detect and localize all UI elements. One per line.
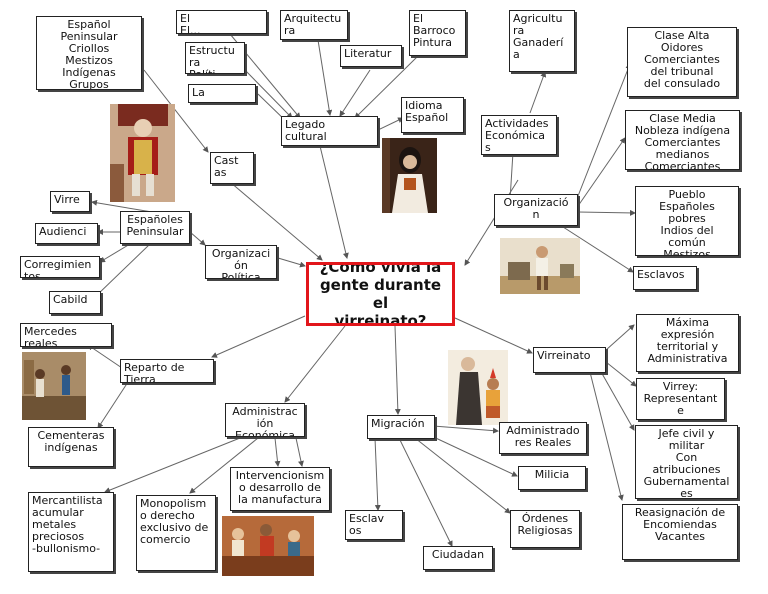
friar-and-native-image: [448, 350, 508, 425]
node-cementeras: Cementeras indígenas: [28, 427, 114, 467]
node-virrey-left: Virre: [50, 191, 90, 212]
node-esclavos-bottom: Esclav os: [345, 510, 403, 540]
node-estructura: Estructu ra Políti: [185, 42, 245, 74]
node-pueblo: Pueblo Españoles pobres Indios del común…: [635, 186, 739, 256]
node-organizacion-politica: Organizaci ón Política: [205, 245, 277, 279]
node-jefe-civil: Jefe civil y militar Con atribuciones Gu…: [635, 425, 738, 499]
node-administradores-reales: Administrado res Reales: [499, 422, 587, 454]
node-castas: Cast as: [210, 152, 254, 184]
viceroy-portrait-image: [110, 104, 175, 202]
node-reasignacion: Reasignación de Encomiendas Vacantes: [622, 504, 738, 560]
node-legado-cultural: Legado cultural: [281, 116, 378, 146]
node-idioma-espanol: Idioma Español: [401, 97, 464, 133]
node-el-barroco: El Barroco Pintura: [409, 10, 466, 56]
node-espanoles-peninsulares: Españoles Peninsular: [120, 211, 190, 244]
node-clase-media: Clase Media Nobleza indígena Comerciante…: [625, 110, 740, 170]
central-question: ¿Cómo vivía la gente durante el virreina…: [306, 262, 455, 326]
node-mercantilista: Mercantilista acumular metales preciosos…: [28, 492, 114, 572]
node-migracion: Migración: [367, 415, 435, 439]
node-maxima-expresion: Máxima expresión territorial y Administr…: [636, 314, 739, 372]
farmer-image: [500, 238, 580, 294]
node-mercedes-reales: Mercedes reales: [20, 323, 112, 347]
node-arquitectura: Arquitectu ra: [280, 10, 348, 40]
node-clase-alta: Clase Alta Oidores Comerciantes del trib…: [627, 27, 737, 97]
node-virrey-representante: Virrey: Representant e: [636, 378, 725, 420]
node-esclavos-right: Esclavos: [633, 266, 697, 290]
node-virreinato: Virreinato: [533, 347, 606, 373]
node-organizacion-social: Organizació n: [494, 194, 578, 226]
node-cabildo: Cabild: [49, 291, 101, 314]
node-literatura: Literatur: [340, 45, 402, 67]
workers-image: [22, 352, 86, 420]
nun-portrait-image: [382, 138, 437, 213]
node-audiencia: Audienci: [35, 223, 98, 244]
colonial-mural-image: [222, 516, 314, 576]
node-agricultura: Agricultu ra Ganaderí a: [509, 10, 575, 72]
node-espanol-peninsular-list: Español Peninsular Criollos Mestizos Ind…: [36, 16, 142, 90]
node-administracion-economica: Administrac ión Económica: [225, 403, 305, 437]
node-la: La: [188, 84, 256, 103]
node-el-el: El El...: [176, 10, 267, 34]
node-ciudadanos: Ciudadan: [423, 546, 493, 570]
node-monopolismo: Monopolism o derecho exclusivo de comerc…: [136, 495, 216, 571]
node-intervencionismo: Intervencionism o desarrollo de la manuf…: [230, 467, 330, 511]
node-reparto-tierra: Reparto de Tierra: [120, 359, 214, 383]
node-corregimientos: Corregimien tos: [20, 256, 100, 278]
node-ordenes-religiosas: Órdenes Religiosas: [510, 510, 580, 548]
node-actividades-economicas: Actividades Económica s: [481, 115, 557, 155]
node-milicia: Milicia: [518, 466, 586, 490]
